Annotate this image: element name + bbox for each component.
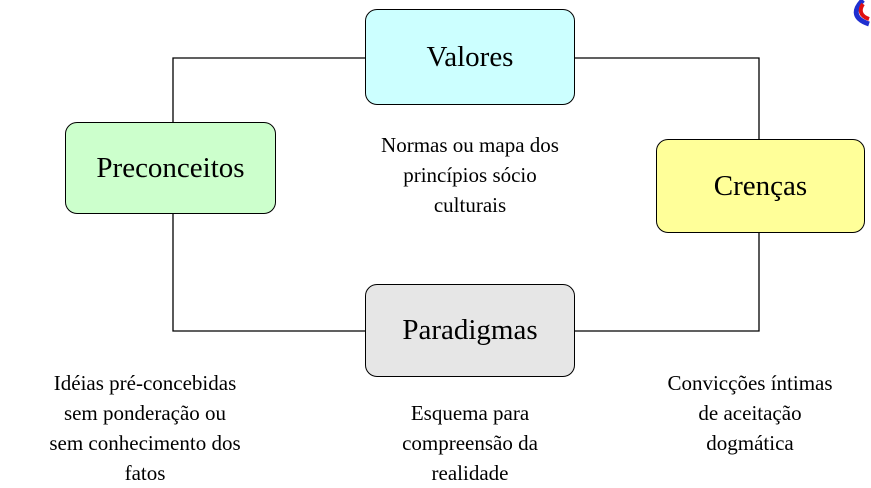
connector-valores-to-preconceitos: [172, 57, 365, 122]
note-paradigmas: Esquema para compreensão da realidade: [340, 398, 600, 488]
note-paradigmas-line: compreensão da: [402, 431, 538, 455]
note-crencas-line: de aceitação: [698, 401, 802, 425]
note-crencas-line: dogmática: [706, 431, 794, 455]
note-valores-line: Normas ou mapa dos: [381, 133, 559, 157]
node-paradigmas: Paradigmas: [365, 284, 575, 377]
node-preconceitos-label: Preconceitos: [96, 151, 245, 184]
note-paradigmas-line: Esquema para: [410, 401, 530, 425]
node-preconceitos: Preconceitos: [65, 122, 276, 214]
note-preconceitos-line: fatos: [124, 461, 166, 485]
node-valores-label: Valores: [426, 40, 514, 73]
connector-crencas-to-paradigmas: [575, 233, 760, 332]
note-preconceitos-line: Idéias pré-concebidas: [53, 371, 237, 395]
node-paradigmas-label: Paradigmas: [402, 314, 538, 346]
note-valores-line: culturais: [433, 193, 507, 217]
node-valores: Valores: [365, 9, 575, 105]
note-crencas-line: Convicções íntimas: [667, 371, 833, 395]
partial-logo-icon: [853, 0, 870, 27]
note-preconceitos: Idéias pré-concebidas sem ponderação ou …: [0, 368, 290, 488]
connector-valores-to-crencas: [575, 57, 760, 139]
note-crencas: Convicções íntimas de aceitação dogmátic…: [615, 368, 871, 458]
node-crencas: Crenças: [656, 139, 865, 233]
note-preconceitos-line: sem conhecimento dos: [49, 431, 241, 455]
note-valores: Normas ou mapa dos princípios sócio cult…: [320, 130, 620, 220]
node-crencas-label: Crenças: [713, 169, 808, 202]
note-preconceitos-line: sem ponderação ou: [63, 401, 227, 425]
note-valores-line: princípios sócio: [403, 163, 537, 187]
connector-preconceitos-to-paradigmas: [172, 214, 365, 332]
note-paradigmas-line: realidade: [431, 461, 509, 485]
